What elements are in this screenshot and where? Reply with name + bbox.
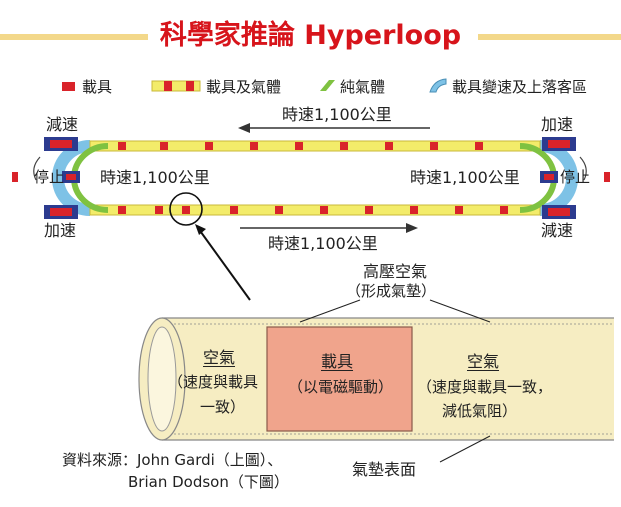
right-accel-label: 加速 <box>541 115 574 134</box>
cushion-surface-label: 氣墊表面 <box>352 460 417 479</box>
capsule-title: 載具 <box>321 352 354 371</box>
high-pressure-air-label: 高壓空氣 <box>363 262 428 281</box>
right-curve-arrow <box>579 156 587 181</box>
leader-high-pressure-right <box>429 299 491 323</box>
legend-pure-air-swatch <box>320 80 335 91</box>
left-curve-arrow <box>33 156 41 181</box>
left-stop-label: 停止 <box>34 168 65 186</box>
legend-capsule-air-swatch <box>151 80 201 92</box>
source-line1: 資料來源：John Gardi（上圖）、 <box>62 451 283 469</box>
left-station-top <box>44 137 78 151</box>
source-line2: Brian Dodson（下圖） <box>128 473 289 491</box>
legend-capsule-air-label: 載具及氣體 <box>206 78 282 96</box>
right-air-title: 空氣 <box>467 352 500 371</box>
left-air-title: 空氣 <box>203 348 236 367</box>
left-air-line2: 一致） <box>200 398 246 416</box>
page-title: 科學家推論 Hyperloop <box>159 20 462 51</box>
speed-label-left-inner: 時速1,100公里 <box>100 168 210 187</box>
capsule-box <box>266 326 413 432</box>
arrow-top-left <box>238 123 430 133</box>
leader-high-pressure-left <box>299 299 361 323</box>
left-loop-capsule <box>12 172 18 182</box>
legend-pure-air-label: 純氣體 <box>340 78 386 96</box>
right-stop-label: 停止 <box>560 168 591 186</box>
leader-cushion <box>439 435 491 463</box>
left-air-line1: （速度與載具 <box>168 373 259 391</box>
title-bar-left <box>0 34 148 40</box>
tube-opening <box>138 317 186 441</box>
speed-label-right-inner: 時速1,100公里 <box>410 168 520 187</box>
right-air-line1: （速度與載具一致， <box>417 378 553 396</box>
left-station-mid <box>62 171 80 183</box>
right-station-top <box>542 137 576 151</box>
legend-accel-label: 載具變速及上落客區 <box>452 78 588 96</box>
left-accel-label: 加速 <box>44 221 77 240</box>
track-bottom <box>89 204 541 216</box>
speed-label-bottom: 時速1,100公里 <box>268 234 378 253</box>
capsule-note: （以電磁驅動） <box>288 378 394 396</box>
arrow-bottom-right <box>240 223 418 233</box>
legend-capsule-swatch <box>62 82 75 91</box>
air-cushion-note: （形成氣墊） <box>346 282 437 300</box>
title-bar-right <box>478 34 621 40</box>
right-loop-capsule <box>604 172 610 182</box>
right-station-bottom <box>542 205 576 219</box>
zoom-circle <box>169 192 203 226</box>
right-decel-label: 減速 <box>541 221 574 240</box>
zoom-pointer-arrow <box>195 224 251 301</box>
legend-accel-swatch <box>429 78 447 93</box>
track-top <box>89 140 541 152</box>
left-station-bottom <box>44 205 78 219</box>
legend-capsule-label: 載具 <box>82 78 113 96</box>
right-air-line2: 減低氣阻） <box>442 402 518 420</box>
track-bottom-capsules <box>118 206 508 214</box>
left-decel-label: 減速 <box>46 115 79 134</box>
right-station-mid <box>540 171 558 183</box>
track-top-capsules <box>118 142 483 150</box>
speed-label-top: 時速1,100公里 <box>282 105 392 124</box>
